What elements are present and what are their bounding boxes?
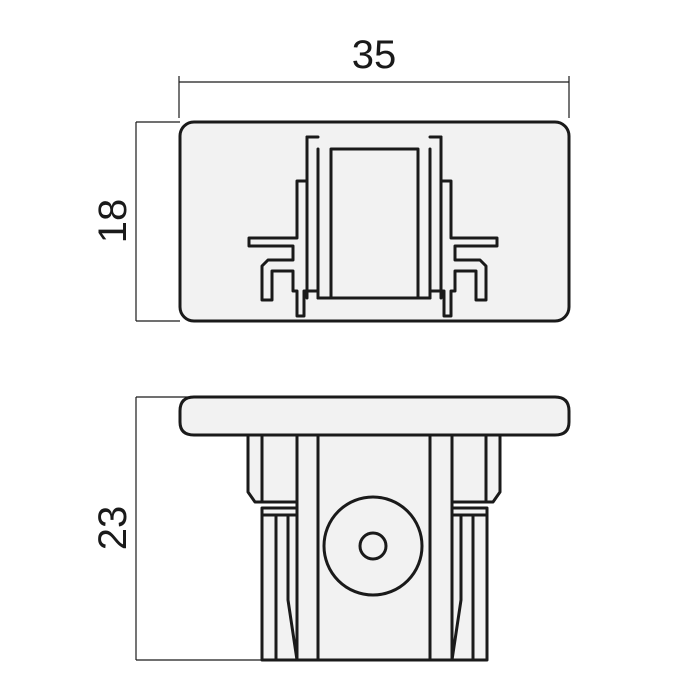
bottom-view-hole <box>358 531 388 561</box>
top-view-left-clip <box>247 135 320 318</box>
bottom-height-dimension-label: 23 <box>91 506 135 551</box>
bottom-view-left-ribs <box>260 513 299 662</box>
top-height-dimension: 18 <box>91 121 180 322</box>
bottom-view <box>178 395 571 662</box>
top-view-center-slot <box>329 147 420 300</box>
top-height-dimension-label: 18 <box>91 199 135 244</box>
bottom-height-dimension: 23 <box>91 396 264 661</box>
top-view-right-clip <box>428 135 499 318</box>
bottom-view-cap <box>178 395 571 437</box>
top-view <box>178 120 571 323</box>
width-dimension: 35 <box>178 33 570 118</box>
width-dimension-label: 35 <box>352 33 397 77</box>
bottom-view-right-ribs <box>450 513 489 662</box>
